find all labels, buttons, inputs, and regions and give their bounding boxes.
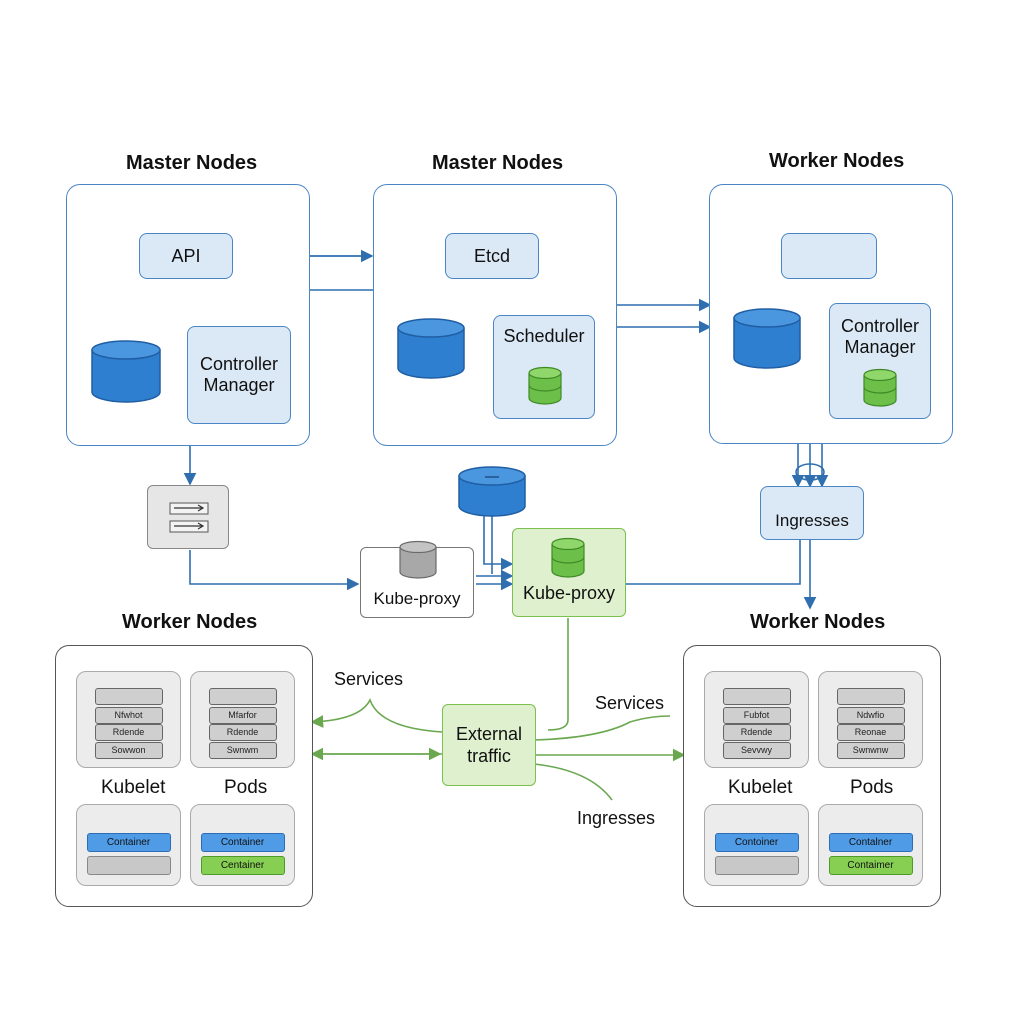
api-box[interactable]: API xyxy=(139,233,233,279)
pod-card[interactable]: Container Centainer xyxy=(190,804,295,886)
pod-bar: Rdende xyxy=(208,724,277,741)
master-nodes-title-1: Master Nodes xyxy=(126,152,258,174)
worker-nodes-title-right: Worker Nodes xyxy=(750,611,886,633)
worker-top-placeholder-box[interactable] xyxy=(781,233,877,279)
pod-bar: Nfwhot xyxy=(94,707,163,724)
external-traffic-box[interactable]: External traffic xyxy=(442,704,536,786)
container-chip xyxy=(714,856,799,875)
container-chip: Contalner xyxy=(828,833,913,852)
database-cylinder-icon xyxy=(733,308,801,369)
ingresses-label-bottom: Ingresses xyxy=(577,808,656,828)
pod-bar xyxy=(208,688,277,705)
pod-card[interactable]: Mfarfor Rdende Swnwm xyxy=(190,671,295,768)
services-label-left: Services xyxy=(334,669,404,689)
services-label-right: Services xyxy=(595,693,665,713)
controller-manager-label-2: Controller Manager xyxy=(840,316,920,357)
switch-box[interactable] xyxy=(147,485,229,549)
storage-cylinder-icon xyxy=(528,366,562,405)
pod-card[interactable]: Ndwfio Reonae Swnwnw xyxy=(818,671,923,768)
worker-nodes-title-left: Worker Nodes xyxy=(122,611,258,633)
container-chip: Contaimer xyxy=(828,856,913,875)
container-chip xyxy=(86,856,171,875)
kube-proxy-label-green: Kube-proxy xyxy=(522,583,616,603)
pod-bar: Sowwon xyxy=(94,742,163,759)
pod-card[interactable]: Nfwhot Rdende Sowwon xyxy=(76,671,181,768)
pod-bar xyxy=(94,688,163,705)
storage-cylinder-icon xyxy=(551,537,585,578)
container-chip: Centainer xyxy=(200,856,285,875)
pods-label-right: Pods xyxy=(850,777,894,798)
pods-label-left: Pods xyxy=(224,777,268,798)
controller-manager-box-1[interactable]: Controller Manager xyxy=(187,326,291,424)
container-chip: Container xyxy=(200,833,285,852)
etcd-box[interactable]: Etcd xyxy=(445,233,539,279)
pod-card[interactable]: Contalner Contaimer xyxy=(818,804,923,886)
pod-bar xyxy=(722,688,791,705)
scheduler-label: Scheduler xyxy=(503,326,585,346)
switch-arrows-icon xyxy=(169,502,209,533)
pod-bar: Rdende xyxy=(94,724,163,741)
pod-bar: Sevvwy xyxy=(722,742,791,759)
container-chip: Contoiner xyxy=(714,833,799,852)
ingresses-box[interactable]: Ingresses xyxy=(760,486,864,540)
pod-bar: Reonae xyxy=(836,724,905,741)
container-chip: Container xyxy=(86,833,171,852)
pod-card[interactable]: Contoiner xyxy=(704,804,809,886)
pod-bar xyxy=(836,688,905,705)
ingresses-box-label: Ingresses xyxy=(775,511,849,530)
storage-cylinder-icon xyxy=(863,368,897,407)
kubelet-label-left: Kubelet xyxy=(101,777,166,798)
pod-card[interactable]: Container xyxy=(76,804,181,886)
kube-proxy-label-white: Kube-proxy xyxy=(373,589,461,608)
kubelet-label-right: Kubelet xyxy=(728,777,793,798)
worker-nodes-title-top: Worker Nodes xyxy=(769,150,905,172)
database-cylinder-icon xyxy=(91,340,161,403)
database-cylinder-icon xyxy=(397,318,465,379)
master-nodes-title-2: Master Nodes xyxy=(432,152,564,174)
pod-card[interactable]: Fubfot Rdende Sevvwy xyxy=(704,671,809,768)
pod-bar: Rdende xyxy=(722,724,791,741)
pod-bar: Fubfot xyxy=(722,707,791,724)
storage-cylinder-icon xyxy=(399,540,437,579)
pod-bar: Ndwfio xyxy=(836,707,905,724)
pod-bar: Mfarfor xyxy=(208,707,277,724)
database-cylinder-icon xyxy=(458,466,526,517)
pod-bar: Swnwm xyxy=(208,742,277,759)
pod-bar: Swnwnw xyxy=(836,742,905,759)
